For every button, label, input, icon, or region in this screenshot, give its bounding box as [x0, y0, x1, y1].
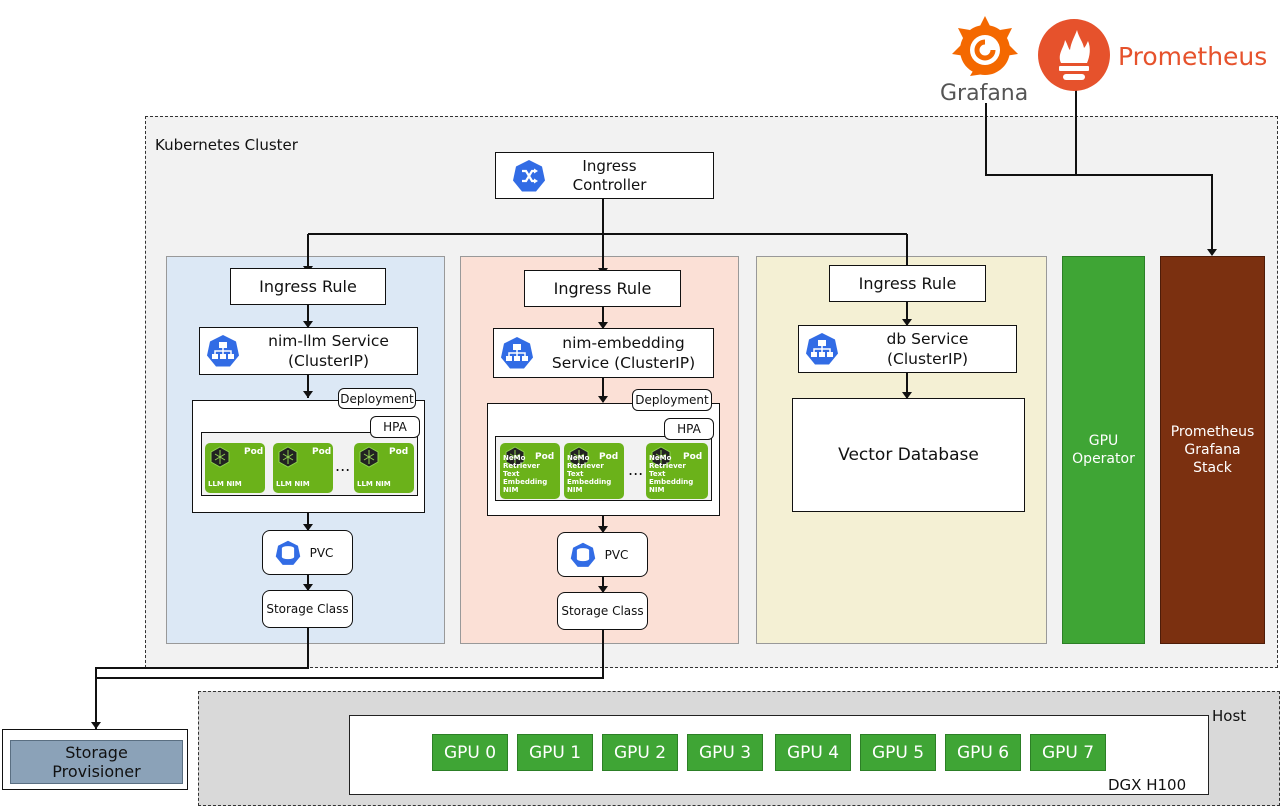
- prom-stack-line1: Prometheus: [1170, 423, 1255, 440]
- llm-pod-3: Pod LLM NIM: [354, 443, 414, 493]
- gpu-1-block: GPU 1: [517, 734, 593, 771]
- llm-pod-2-label: Pod: [312, 447, 332, 457]
- gpu-2-block: GPU 2: [602, 734, 678, 771]
- embedding-pod-1-name-line1: NeMo Retriever: [503, 453, 540, 470]
- embedding-pod-2-name-line2: Text Embedding: [567, 469, 612, 486]
- kubernetes-pvc-icon: [570, 542, 596, 567]
- embedding-pod-3-name-line3: NIM: [649, 485, 665, 494]
- llm-pod-2-name: LLM NIM: [276, 479, 310, 488]
- gpu-0-block: GPU 0: [432, 734, 508, 771]
- ingress-controller-line2: Controller: [572, 175, 647, 194]
- grafana-logo-icon: [952, 16, 1018, 76]
- gpu-operator-line2: Operator: [1072, 451, 1135, 467]
- gpu-3-block: GPU 3: [687, 734, 763, 771]
- db-ingress-rule: Ingress Rule: [829, 265, 986, 302]
- prometheus-logo-text: Prometheus: [1118, 42, 1268, 71]
- llm-deployment-tag: Deployment: [338, 388, 416, 409]
- kubernetes-cluster-label: Kubernetes Cluster: [155, 136, 298, 154]
- prometheus-logo-icon: [1038, 19, 1110, 91]
- embedding-deployment-tag: Deployment: [632, 389, 712, 411]
- vector-database-box: Vector Database: [792, 398, 1025, 512]
- llm-pod-ellipsis: ...: [335, 456, 351, 475]
- db-service-box: db Service (ClusterIP): [798, 325, 1017, 373]
- embedding-pod-ellipsis: ...: [628, 460, 644, 479]
- ingress-controller-line1: Ingress: [582, 156, 637, 175]
- gpu-operator-block: GPU Operator: [1062, 256, 1145, 644]
- llm-pod-1-label: Pod: [244, 447, 264, 457]
- llm-service-line2: (ClusterIP): [287, 352, 370, 370]
- embedding-pvc-box: PVC: [557, 532, 648, 577]
- nim-chip-icon: [210, 446, 230, 468]
- dgx-label: DGX H100: [1108, 776, 1187, 794]
- llm-pvc-label: PVC: [309, 545, 334, 560]
- kubernetes-ingress-icon: [513, 160, 545, 192]
- connector-llm-storage: [95, 628, 309, 729]
- kubernetes-service-icon: [806, 333, 838, 365]
- storage-provisioner-line1: Storage: [65, 742, 128, 762]
- storage-provisioner-line2: Provisioner: [52, 762, 141, 781]
- gpu-5-block: GPU 5: [860, 734, 936, 771]
- gpu-4-block: GPU 4: [775, 734, 851, 771]
- embedding-pod-2-name-line3: NIM: [567, 485, 583, 494]
- llm-hpa-tag: HPA: [370, 416, 420, 438]
- nim-chip-icon: [651, 446, 671, 468]
- connector-grafana-stack: [985, 103, 1213, 252]
- llm-pod-3-name: LLM NIM: [357, 479, 391, 488]
- prom-stack-line3: Stack: [1193, 460, 1232, 477]
- llm-pod-2: Pod LLM NIM: [273, 443, 333, 493]
- gpu-7-block: GPU 7: [1030, 734, 1106, 771]
- kubernetes-pvc-icon: [275, 540, 301, 565]
- prom-stack-line2: Grafana: [1184, 441, 1241, 458]
- embedding-pod-1-label: Pod: [535, 452, 555, 462]
- embedding-service-line1: nim-embedding: [562, 333, 685, 352]
- nim-chip-icon: [278, 446, 298, 468]
- nim-chip-icon: [569, 446, 589, 468]
- llm-pod-1: Pod LLM NIM: [205, 443, 265, 493]
- nim-chip-icon: [359, 446, 379, 468]
- llm-pvc-box: PVC: [262, 530, 353, 575]
- nim-chip-icon: [505, 446, 525, 468]
- kubernetes-service-icon: [207, 335, 239, 367]
- embedding-pod-2-name-line1: NeMo Retriever: [567, 453, 604, 470]
- embedding-storage-class: Storage Class: [557, 592, 648, 630]
- db-service-line2: (ClusterIP): [886, 350, 969, 368]
- embedding-pod-3-name-line2: Text Embedding: [649, 469, 694, 486]
- kubernetes-service-icon: [501, 337, 533, 369]
- llm-pod-1-name: LLM NIM: [208, 479, 242, 488]
- llm-service-box: nim-llm Service (ClusterIP): [199, 327, 418, 375]
- embedding-pod-1-name-line2: Text Embedding: [503, 469, 548, 486]
- embedding-service-line2: Service (ClusterIP): [551, 354, 696, 372]
- llm-service-line1: nim-llm Service: [268, 331, 389, 350]
- embedding-pvc-label: PVC: [604, 547, 629, 562]
- embedding-pod-1-name-line3: NIM: [503, 485, 519, 494]
- grafana-logo-text: Grafana: [940, 81, 1029, 106]
- host-label: Host: [1212, 707, 1247, 725]
- embedding-pod-2-label: Pod: [599, 452, 619, 462]
- llm-pod-3-label: Pod: [389, 447, 409, 457]
- gpu-6-block: GPU 6: [945, 734, 1021, 771]
- embedding-ingress-rule: Ingress Rule: [524, 270, 681, 307]
- llm-ingress-rule: Ingress Rule: [230, 268, 386, 305]
- db-service-line1: db Service: [886, 329, 969, 348]
- embedding-pod-3-name-line1: NeMo Retriever: [649, 453, 686, 470]
- embedding-hpa-tag: HPA: [664, 418, 714, 440]
- gpu-operator-line1: GPU: [1088, 432, 1119, 449]
- connector-emb-storage: [96, 630, 604, 679]
- embedding-pod-3-label: Pod: [683, 452, 703, 462]
- llm-storage-class: Storage Class: [262, 590, 353, 628]
